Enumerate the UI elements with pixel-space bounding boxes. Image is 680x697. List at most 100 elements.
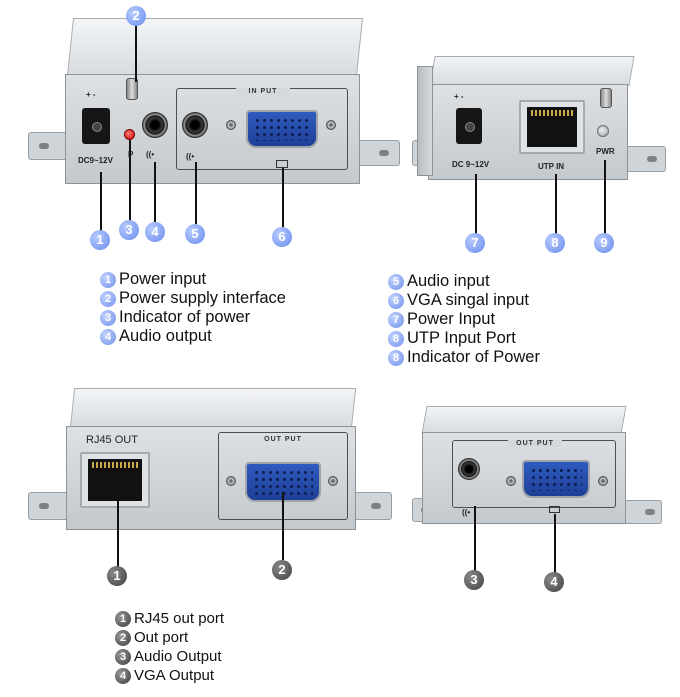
- audio-input-jack: [182, 112, 208, 138]
- legend-bullet: 6: [388, 292, 404, 309]
- vga-icon: [276, 160, 288, 168]
- callout-line-5: [195, 162, 197, 224]
- device-top: [69, 388, 357, 428]
- legend-bullet: 1: [115, 610, 131, 627]
- legend-text: VGA Output: [134, 667, 215, 684]
- callout-line-3: [129, 140, 131, 222]
- vga-screw-right: [328, 476, 338, 486]
- callout-line-2: [135, 26, 137, 82]
- power-led: [597, 125, 609, 137]
- legend-bullet: 2: [115, 629, 131, 646]
- mounting-ear-right: [622, 146, 666, 172]
- callout-4: 4: [145, 222, 165, 242]
- power-switch[interactable]: [126, 78, 138, 100]
- utp-input-port: [519, 100, 585, 154]
- rj45-out-port: [80, 452, 150, 508]
- legend-text: Power input: [119, 270, 207, 288]
- callout-9: 9: [594, 233, 614, 253]
- legend-text: VGA singal input: [407, 291, 529, 309]
- utp-in-label: UTP IN: [538, 162, 565, 171]
- legend-text: Indicator of Power: [407, 348, 540, 366]
- callout-line-8: [555, 174, 557, 234]
- callout-7: 7: [465, 233, 485, 253]
- vga-input-port: [246, 110, 318, 148]
- callout-b4: 4: [544, 572, 564, 592]
- callout-line-9: [604, 160, 606, 234]
- callout-line-1: [100, 172, 102, 234]
- callout-8: 8: [545, 233, 565, 253]
- callout-line-b3: [474, 506, 476, 572]
- legend-bullet: 4: [115, 667, 131, 684]
- device-top: [66, 18, 364, 76]
- legend-bullet: 5: [388, 273, 404, 290]
- callout-b3: 3: [464, 570, 484, 590]
- legend-text: Audio input: [407, 272, 490, 290]
- dc-voltage-label: DC9~12V: [78, 156, 113, 165]
- power-switch[interactable]: [600, 88, 612, 108]
- legend-bullet: 7: [388, 311, 404, 328]
- legend-bullet: 2: [100, 290, 116, 307]
- polarity-label: + -: [86, 90, 96, 99]
- input-panel-label: IN PUT: [236, 88, 290, 95]
- vga-screw-right: [598, 476, 608, 486]
- vga-screw-left: [226, 476, 236, 486]
- polarity-label: + -: [454, 92, 464, 101]
- audio-output-icon: ((•: [462, 508, 471, 517]
- legend-text: UTP Input Port: [407, 329, 516, 347]
- power-led: [124, 129, 135, 140]
- callout-line-4: [154, 162, 156, 222]
- vga-screw-right: [326, 120, 336, 130]
- callout-line-6: [282, 168, 284, 228]
- callout-b2: 2: [272, 560, 292, 580]
- pwr-label: PWR: [596, 147, 615, 156]
- legend-text: Out port: [134, 629, 189, 646]
- legend-bullet: 3: [115, 648, 131, 665]
- callout-line-b4: [554, 514, 556, 574]
- vga-icon: [549, 506, 560, 513]
- mounting-ear-right: [352, 140, 400, 166]
- callout-1: 1: [90, 230, 110, 250]
- rj45-out-label: RJ45 OUT: [86, 434, 138, 446]
- callout-2: 2: [126, 6, 146, 26]
- callout-3: 3: [119, 220, 139, 240]
- legend-bullet: 4: [100, 328, 116, 345]
- legend-text: Audio Output: [134, 648, 222, 665]
- vga-screw-left: [226, 120, 236, 130]
- audio-output-jack: [458, 458, 480, 480]
- dc-power-jack: [82, 108, 110, 144]
- audio-input-icon: ((•: [186, 152, 195, 161]
- mounting-ear-right: [622, 500, 662, 524]
- legend-bullet: 3: [100, 309, 116, 326]
- callout-line-b2: [282, 492, 284, 560]
- legend-text: Power Input: [407, 310, 496, 328]
- vga-output-port: [522, 460, 590, 498]
- output-panel-label: OUT PUT: [264, 436, 302, 443]
- device-top: [429, 56, 635, 86]
- audio-output-jack: [142, 112, 168, 138]
- legend-text: RJ45 out port: [134, 610, 225, 627]
- audio-output-icon: ((•: [146, 150, 155, 159]
- legend-text: Indicator of power: [119, 308, 251, 326]
- legend-bullet: 8: [388, 349, 404, 366]
- legend-bullet: 8: [388, 330, 404, 347]
- vga-screw-left: [506, 476, 516, 486]
- callout-6: 6: [272, 227, 292, 247]
- callout-line-b1: [117, 494, 119, 568]
- legend-text: Audio output: [119, 327, 212, 345]
- callout-line-7: [475, 174, 477, 234]
